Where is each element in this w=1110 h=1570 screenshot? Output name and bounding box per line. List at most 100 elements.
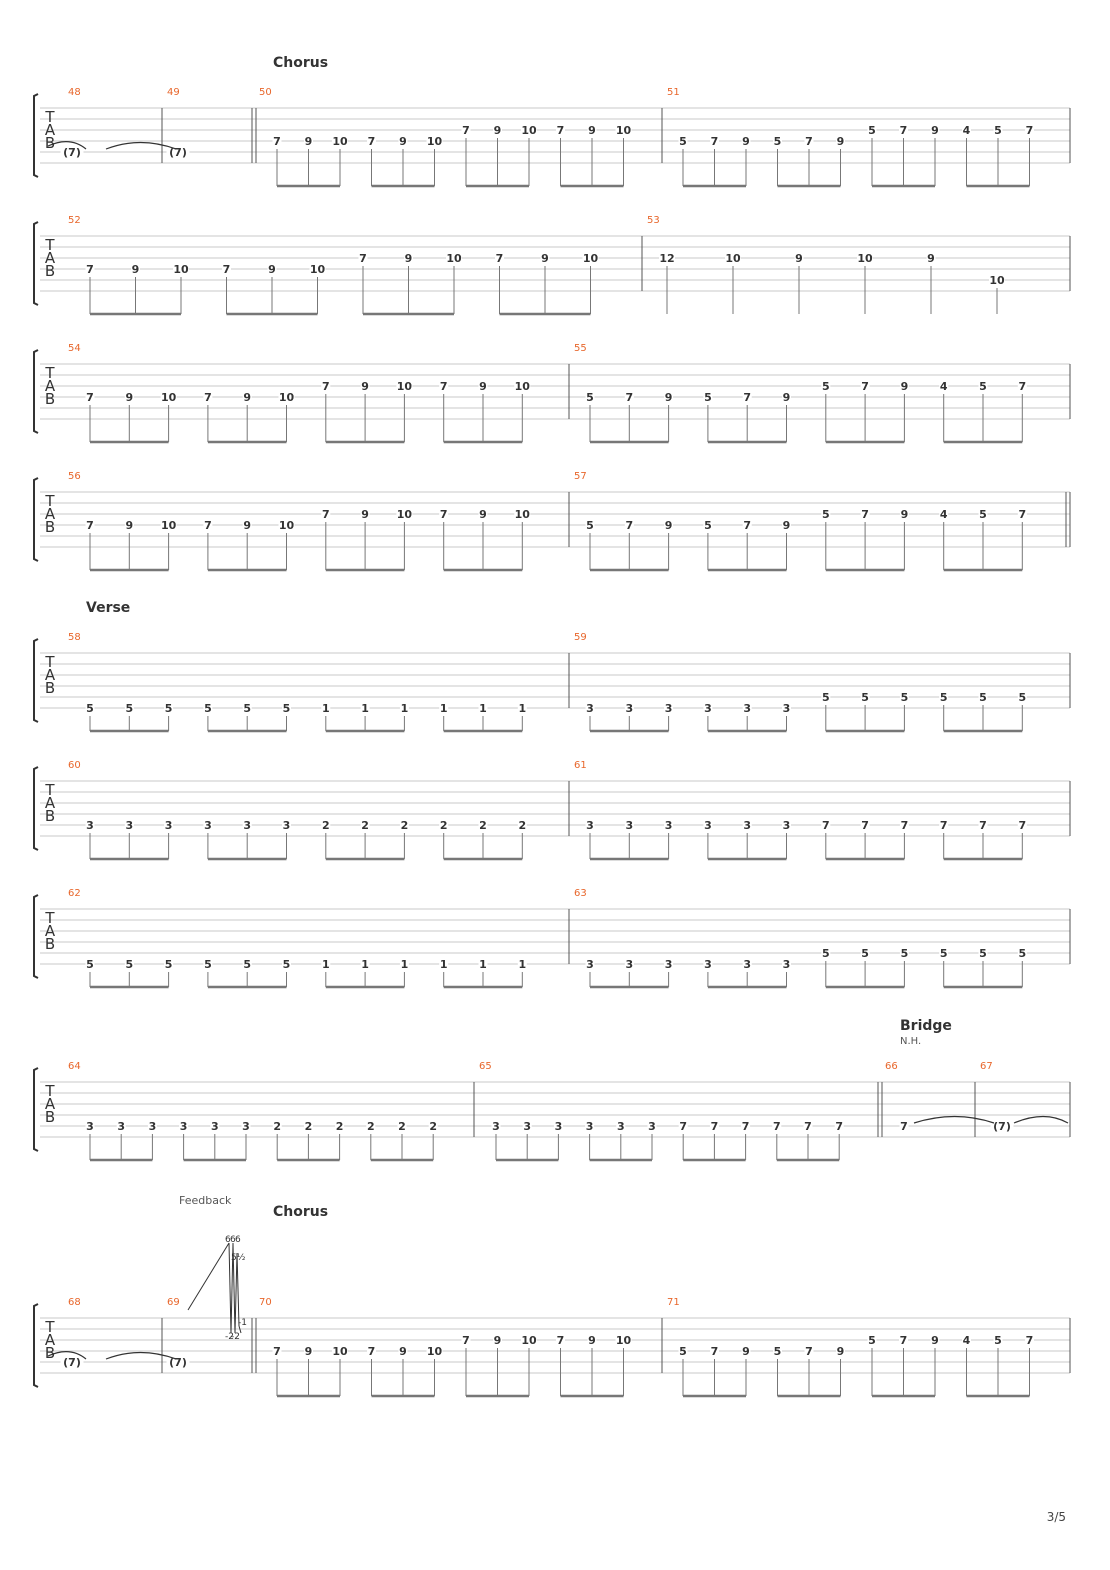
note-mask [242, 819, 252, 831]
bar-number: 57 [574, 471, 587, 482]
note-mask [678, 1345, 688, 1357]
note-mask [1017, 691, 1027, 703]
fret-number: 1 [518, 958, 526, 971]
note-mask [899, 947, 909, 959]
note-mask [664, 958, 674, 970]
note-mask [556, 124, 565, 136]
fret-number: 3 [165, 819, 173, 832]
fret-number: 7 [440, 508, 448, 521]
note-mask [124, 391, 134, 403]
fret-number: 7 [711, 1120, 719, 1133]
whammy-value: 6 [225, 1235, 231, 1245]
note-mask [794, 252, 804, 264]
fret-number: 7 [861, 380, 869, 393]
fret-number: 3 [665, 819, 673, 832]
note-mask [978, 819, 988, 831]
tab-clef-letter: A [45, 121, 56, 139]
note-mask [703, 819, 713, 831]
note-mask [85, 958, 95, 970]
note-mask [587, 124, 597, 136]
note-mask [773, 1345, 782, 1357]
note-mask [1017, 380, 1027, 392]
note-mask [478, 508, 488, 520]
bar-number: 65 [479, 1061, 492, 1072]
fret-number: 5 [868, 124, 876, 137]
note-mask [321, 702, 331, 714]
note-mask [742, 958, 752, 970]
fret-number: 9 [901, 380, 909, 393]
fret-number: 5 [774, 1345, 782, 1358]
fret-number: 9 [361, 508, 369, 521]
note-mask [179, 1120, 189, 1132]
note-mask [360, 819, 370, 831]
note-mask [860, 947, 870, 959]
note-mask [664, 702, 674, 714]
note-mask [678, 1120, 688, 1132]
fret-number: 7 [86, 263, 94, 276]
note-mask [446, 252, 462, 264]
note-mask [282, 819, 291, 831]
note-mask [203, 391, 213, 403]
note-mask [360, 508, 370, 520]
fret-number: 2 [273, 1120, 281, 1133]
fret-number: 3 [586, 819, 594, 832]
note-mask [899, 819, 909, 831]
note-mask [703, 958, 713, 970]
note-mask [131, 263, 140, 275]
bar-number: 50 [259, 87, 272, 98]
tab-clef-letter: A [45, 794, 56, 812]
note-mask [461, 124, 471, 136]
fret-number: 3 [492, 1120, 500, 1133]
note-mask [85, 519, 95, 531]
note-mask [624, 519, 634, 531]
note-mask [85, 263, 95, 275]
note-mask [834, 1120, 844, 1132]
fret-number: 5 [125, 958, 133, 971]
note-mask [772, 1120, 782, 1132]
note-mask [241, 1120, 251, 1132]
note-mask [222, 263, 231, 275]
bar-number: 56 [68, 471, 81, 482]
fret-number: (7) [993, 1120, 1011, 1133]
note-mask [321, 819, 331, 831]
fret-number: 5 [86, 702, 94, 715]
fret-number: 7 [900, 1334, 908, 1347]
note-mask [439, 380, 449, 392]
fret-number: 9 [399, 1345, 407, 1358]
tab-clef-letter: B [45, 262, 55, 280]
fret-number: 5 [1018, 691, 1026, 704]
whammy-value: 6 [230, 1235, 236, 1245]
fret-number: 2 [440, 819, 448, 832]
note-mask [124, 819, 134, 831]
fret-number: 9 [494, 124, 502, 137]
note-mask [272, 135, 282, 147]
note-mask [166, 146, 190, 158]
fret-number: 9 [132, 263, 140, 276]
note-mask [398, 135, 408, 147]
note-mask [782, 702, 791, 714]
note-mask [556, 1334, 565, 1346]
fret-number: 9 [361, 380, 369, 393]
system-bracket [33, 477, 39, 562]
fret-number: 10 [521, 124, 537, 137]
tab-clef-letter: T [44, 1082, 55, 1100]
whammy-value: -2 [231, 1332, 240, 1342]
fret-number: 2 [479, 819, 487, 832]
note-mask [404, 252, 413, 264]
note-mask [624, 958, 634, 970]
bar-number: 62 [68, 888, 81, 899]
fret-number: 7 [557, 124, 565, 137]
tab-clef-letter: B [45, 134, 55, 152]
note-mask [304, 1345, 313, 1357]
note-mask [493, 1334, 502, 1346]
fret-number: 1 [322, 958, 330, 971]
fret-number: 5 [679, 135, 687, 148]
note-mask [517, 819, 527, 831]
note-mask [857, 252, 873, 264]
tie [1013, 1115, 1069, 1124]
note-mask [321, 958, 331, 970]
fret-number: 9 [243, 519, 251, 532]
fret-number: 3 [783, 958, 791, 971]
note-mask [678, 135, 688, 147]
tie [47, 1351, 87, 1360]
